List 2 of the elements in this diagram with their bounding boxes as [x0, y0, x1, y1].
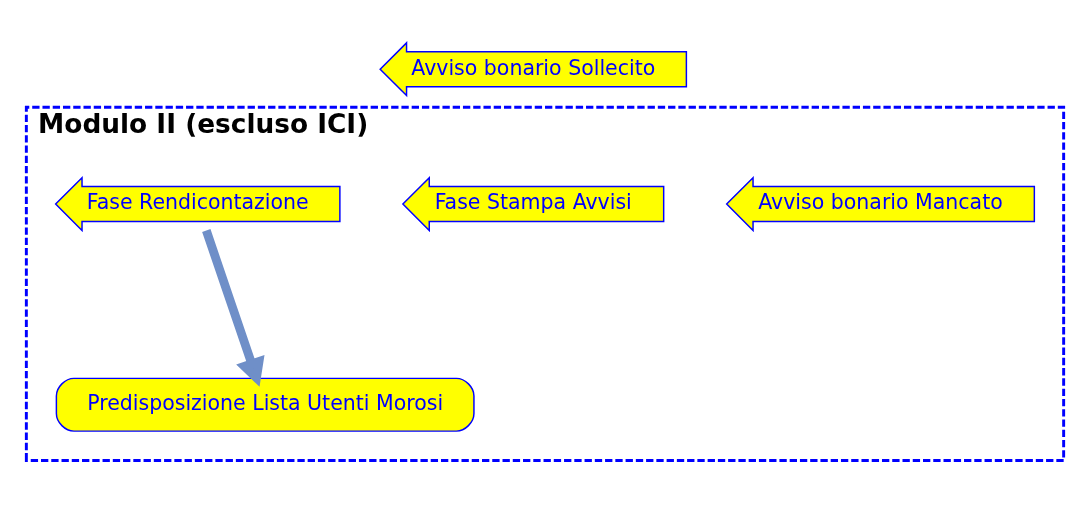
node-box: Predisposizione Lista Utenti Morosi	[55, 377, 475, 432]
arrow	[202, 228, 265, 387]
